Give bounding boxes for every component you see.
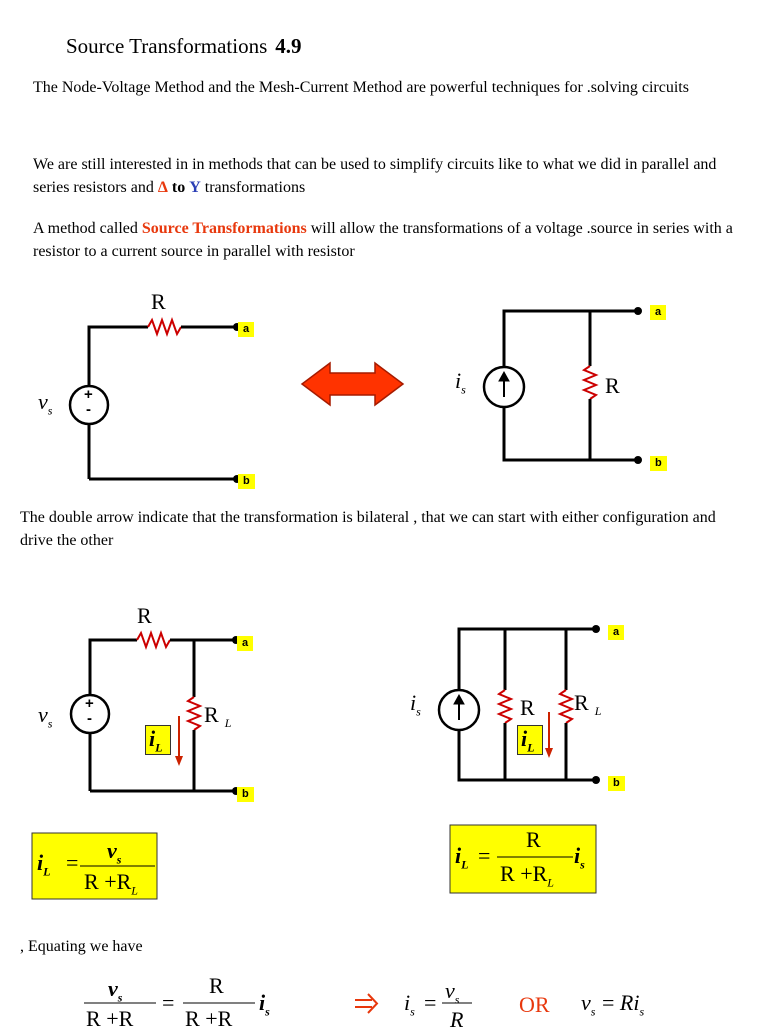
title-number: 4.9 [275, 34, 302, 58]
transformations-word: transformations [204, 179, 306, 196]
to-word: to [171, 179, 186, 196]
eq3-numerator-right: R [209, 973, 224, 998]
c3-source-label: vs [38, 702, 53, 731]
eq3-denominator-right: R +R [185, 1006, 233, 1031]
c2-terminal-b: b [650, 456, 667, 471]
y-symbol: Y [189, 179, 201, 196]
c3-terminal-b: b [237, 787, 254, 802]
c1-resistor-label: R [151, 289, 166, 314]
intro-paragraph: The Node-Voltage Method and the Mesh-Cur… [33, 79, 689, 96]
c4-resistor-label: R [520, 695, 535, 720]
title-text: Source Transformations [66, 34, 268, 58]
c3-load-current-box [145, 725, 171, 755]
c4-source-label: is [410, 690, 421, 719]
source-transform-paragraph: A method called Source Transformations w… [33, 217, 753, 263]
c3-plus-sign: + [85, 695, 94, 712]
eq2-lhs: iL [455, 843, 469, 872]
c4-terminal-b: b [608, 776, 625, 791]
delta-symbol: Δ [157, 179, 168, 196]
eq2-source-current: is [574, 843, 585, 872]
c1-terminal-a: a [238, 322, 255, 337]
c1-terminal-b: b [238, 474, 255, 489]
eq2-numerator: R [526, 827, 541, 852]
circuit-voltage-source-series [68, 317, 237, 481]
delta-y-text: We are still interested in in methods th… [33, 156, 717, 196]
eq3-equals: = [162, 990, 175, 1015]
circuit-voltage-source-load [69, 630, 236, 793]
eq3-source-current: is [259, 990, 270, 1019]
bilateral-paragraph: The double arrow indicate that the trans… [20, 509, 716, 549]
method-intro: A method called [33, 220, 138, 237]
c4-terminal-a: a [608, 625, 625, 640]
eq2-denominator: R +RL [500, 861, 554, 890]
c1-source-label: vs [38, 389, 53, 418]
circuit-current-source-parallel [482, 309, 638, 462]
c1-plus-sign: + [84, 386, 93, 403]
bilateral-double-arrow [300, 361, 405, 407]
c3-terminal-a: a [237, 636, 254, 651]
or-label: OR [519, 992, 550, 1017]
eq1-lhs: iL [37, 850, 51, 879]
method-description: will allow the transformations of a volt… [33, 220, 733, 260]
eq5-rhs: = Ris [602, 990, 645, 1019]
eq1-equals: = [66, 850, 79, 875]
implies-arrow [355, 993, 379, 1014]
c2-resistor-label: R [605, 373, 620, 398]
circuit-current-source-load [437, 627, 596, 782]
eq3-numerator-left: vs [108, 976, 123, 1005]
eq4-lhs: is [404, 990, 415, 1019]
delta-y-paragraph: We are still interested in in methods th… [33, 153, 753, 199]
eq4-numerator: vs [445, 978, 460, 1007]
eq5-lhs: vs [581, 990, 596, 1019]
c3-minus-sign: - [87, 710, 92, 727]
c2-terminal-a: a [650, 305, 667, 320]
eq4-equals: = [424, 990, 437, 1015]
eq2-equals: = [478, 843, 491, 868]
eq4-denominator: R [450, 1007, 464, 1032]
equating-paragraph: , Equating we have [20, 938, 143, 955]
source-transformations-highlight: Source Transformations [141, 220, 307, 237]
c4-load-current-label: iL [521, 726, 535, 755]
eq1-denominator: R +RL [84, 869, 138, 898]
c3-resistor-label: R [137, 603, 152, 628]
page-title: Source Transformations 4.9 [66, 34, 302, 59]
c2-source-label: is [455, 368, 466, 397]
eq1-numerator: vs [107, 838, 122, 867]
c3-load-current-label: iL [149, 726, 163, 755]
c1-minus-sign: - [86, 401, 91, 418]
eq3-denominator-left: R +R [86, 1006, 134, 1031]
c4-load-current-box [517, 725, 543, 755]
